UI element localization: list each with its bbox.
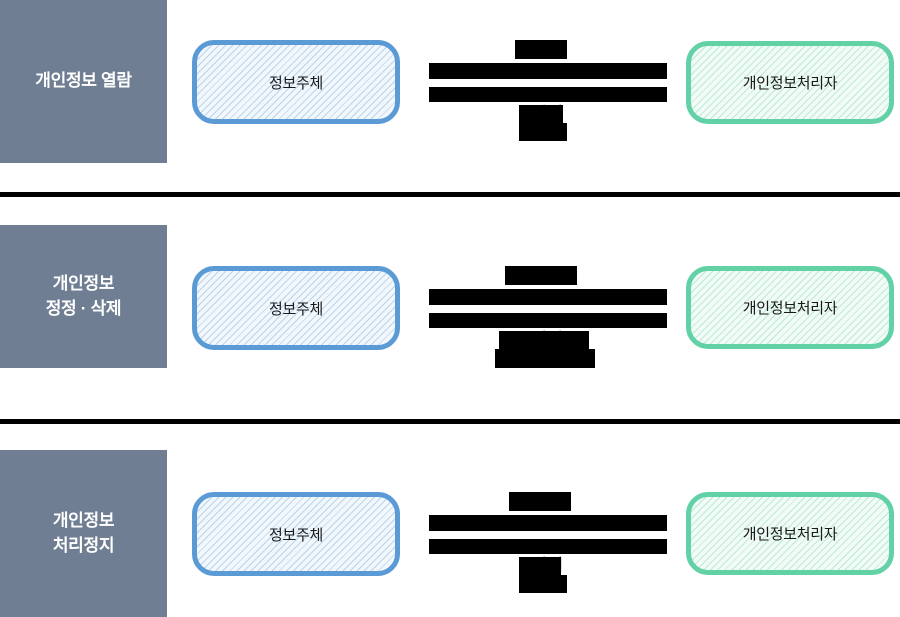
actor-label-data-subject: 정보주체	[268, 74, 323, 92]
actor-label-data-subject: 정보주체	[268, 526, 323, 544]
arrow-subject-to-controller-correction	[429, 289, 667, 305]
redaction-bar	[519, 575, 567, 593]
actor-box-data-subject-access: 정보주체	[192, 40, 400, 124]
actor-box-controller-correction: 개인정보처리자	[686, 266, 894, 349]
redaction-bar	[519, 557, 561, 575]
actor-box-data-subject-correction: 정보주체	[192, 266, 400, 350]
redaction-bar	[509, 492, 571, 511]
caption-response-suspension: 결 서 (1 )	[429, 556, 667, 593]
category-label-processing-suspension: 개인정보 처리정지	[0, 450, 167, 617]
actor-label-data-subject: 정보주체	[268, 300, 323, 318]
redaction-bar	[499, 331, 589, 349]
diagram-row-access: 개인정보 열람 정보주체 열 서 열 서 (1 ) 개인정보처리자	[0, 0, 900, 192]
redaction-bar	[515, 40, 567, 59]
category-label-correction-deletion: 개인정보 정정 · 삭제	[0, 225, 167, 368]
actor-label-controller: 개인정보처리자	[742, 526, 838, 543]
category-label-access: 개인정보 열람	[0, 0, 167, 163]
caption-response-access: 열 서 (1 )	[429, 104, 667, 141]
arrow-subject-to-controller-access	[429, 63, 667, 79]
arrow-subject-to-controller-suspension	[429, 515, 667, 531]
row-divider-1	[0, 192, 900, 197]
actor-box-data-subject-suspension: 정보주체	[192, 492, 400, 576]
arrow-controller-to-subject-suspension	[429, 539, 667, 554]
caption-response-correction: 정 서	[429, 330, 667, 368]
actor-box-controller-access: 개인정보처리자	[686, 41, 894, 124]
caption-request-correction: 정 서	[429, 266, 667, 285]
actor-label-controller: 개인정보처리자	[742, 300, 838, 317]
actor-label-controller: 개인정보처리자	[742, 75, 838, 92]
redaction-bar	[505, 266, 577, 285]
caption-request-suspension: 처 서	[429, 492, 667, 511]
row-divider-2	[0, 419, 900, 424]
diagram-row-correction-deletion: 개인정보 정정 · 삭제 정보주체 정 서 정 서 개인정보처리자	[0, 225, 900, 419]
caption-request-access: 열 서	[429, 40, 667, 59]
redaction-bar	[519, 105, 563, 123]
redaction-bar	[519, 123, 567, 141]
arrow-controller-to-subject-correction	[429, 313, 667, 328]
actor-box-controller-suspension: 개인정보처리자	[686, 492, 894, 575]
arrow-controller-to-subject-access	[429, 87, 667, 102]
diagram-row-processing-suspension: 개인정보 처리정지 정보주체 처 서 결 서 (1 ) 개인정보처리자	[0, 450, 900, 617]
redaction-bar	[495, 349, 595, 368]
